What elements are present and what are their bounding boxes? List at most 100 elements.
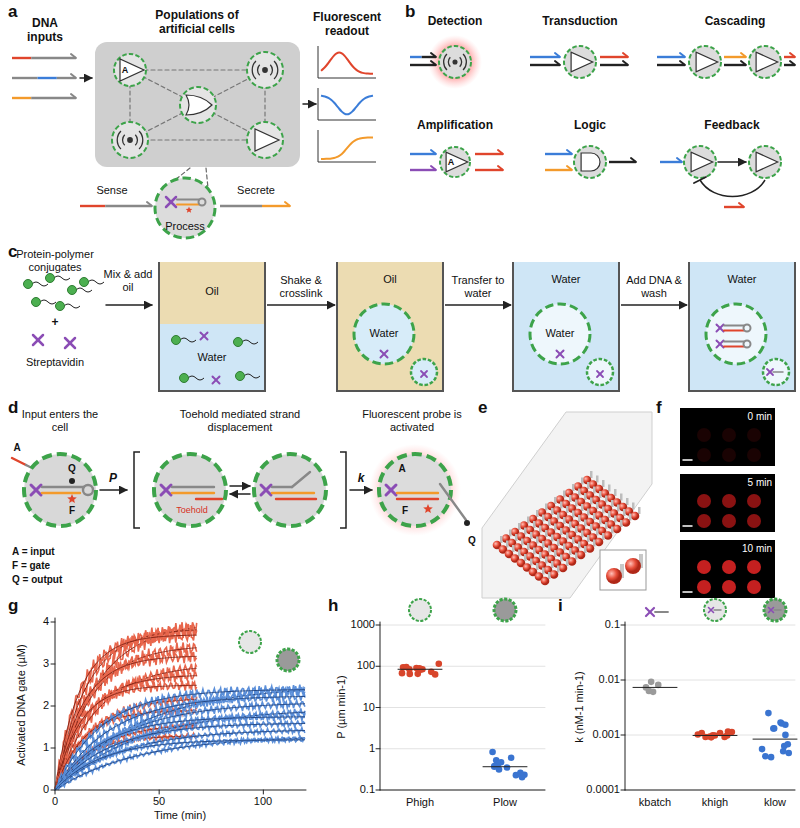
- streptavidin: [261, 485, 271, 495]
- readout-axes: [318, 88, 376, 120]
- figure-label: 0 min: [748, 411, 772, 423]
- trap-pillar: [602, 480, 605, 487]
- data-trace: [55, 708, 305, 790]
- polymer-tail: [180, 338, 196, 342]
- fluorescent-cell: [747, 428, 761, 442]
- trapped-cell: [586, 544, 595, 553]
- dna-strand-end: [431, 166, 436, 170]
- trap-pillar: [554, 524, 557, 531]
- trap-pillar: [620, 494, 623, 501]
- grid-line: [380, 707, 545, 708]
- trap-pillar: [587, 482, 590, 489]
- figure-label: P (µm min-1): [335, 675, 348, 739]
- figure-label: 1000: [351, 618, 375, 631]
- trap-pillar: [548, 519, 551, 526]
- streptavidin: [769, 608, 774, 613]
- trap-pillar: [506, 541, 509, 548]
- trap-pillar: [560, 528, 563, 535]
- sensor-symbol: [270, 65, 272, 76]
- dna-strand-end: [71, 94, 76, 98]
- arrow: [230, 485, 250, 487]
- streptavidin: [33, 335, 43, 345]
- artificial-cell: [354, 304, 414, 364]
- bracket: [134, 452, 140, 528]
- art-line: [397, 498, 438, 500]
- trap-pillar: [551, 561, 554, 568]
- fluorescent-cell: [722, 514, 736, 528]
- dna-hairpin: [724, 325, 744, 327]
- trap-pillar: [575, 500, 578, 507]
- panel-b-art: [410, 35, 795, 207]
- polymer-tail: [244, 374, 260, 378]
- trapped-cell: [559, 564, 568, 573]
- median-line: [633, 687, 677, 688]
- figure-label: 5 min: [748, 477, 772, 489]
- median-line: [398, 669, 442, 670]
- dna-strand-end: [790, 53, 795, 57]
- artificial-cell: [24, 454, 96, 526]
- dna-hairpin: [744, 325, 751, 332]
- zoom-cell: Process: [153, 176, 217, 240]
- protein-conjugate: [80, 278, 89, 287]
- figure-label: 1: [369, 742, 375, 755]
- streptavidin: [597, 371, 603, 377]
- streptavidin: [557, 351, 564, 358]
- figure-label: 1: [43, 741, 49, 754]
- artificial-cell: [587, 359, 613, 385]
- artificial-cell: [763, 359, 789, 385]
- trap-pillar: [578, 542, 581, 549]
- figure-label: +: [51, 315, 58, 329]
- dna-strand-end: [431, 61, 436, 65]
- dna-strand: [657, 56, 685, 58]
- trap-pillar: [614, 516, 617, 523]
- node-text: Water: [370, 327, 399, 340]
- trap-pillar: [569, 522, 572, 529]
- art-line: [625, 790, 795, 791]
- dna-strand-end: [71, 74, 76, 78]
- streptavidin: [161, 485, 171, 495]
- protein-conjugate: [46, 274, 55, 283]
- data-trace: [55, 700, 305, 790]
- amplifier-symbol: [446, 152, 468, 172]
- figure-label: 2: [43, 699, 49, 712]
- figure-label: Toehold: [176, 505, 208, 516]
- dna-strand: [475, 169, 503, 171]
- artificial-cell: [379, 454, 451, 526]
- figure-label: 0.0001: [586, 783, 620, 796]
- panel-h-chart: [376, 599, 545, 790]
- sensor-symbol: [135, 135, 137, 146]
- trap-pillar: [575, 553, 578, 560]
- bracket: [340, 452, 346, 528]
- beaker: OilWater: [336, 262, 444, 392]
- dna-hairpin: [177, 204, 199, 206]
- fluorescent-cell: [697, 428, 711, 442]
- artificial-cell: [114, 54, 146, 86]
- streptavidin: [646, 608, 654, 616]
- dna-strand-end: [71, 54, 76, 58]
- trap-pillar: [590, 471, 593, 478]
- trap-pillar: [629, 514, 632, 521]
- trap-pillar: [593, 540, 596, 547]
- panel-letter: h: [328, 596, 338, 616]
- streptavidin: [213, 377, 220, 384]
- artificial-cell: [439, 46, 471, 78]
- streptavidin: [421, 371, 427, 377]
- trap-pillar: [599, 518, 602, 525]
- dna-strand-end: [498, 166, 503, 170]
- figure-label: 0.01: [599, 673, 620, 686]
- art-line: [621, 625, 625, 626]
- protein-conjugate: [236, 372, 245, 381]
- figure-label: 10: [363, 701, 375, 714]
- polymer-tail: [242, 340, 258, 344]
- streptavidin: [166, 197, 176, 207]
- figure-label: Cascading: [705, 14, 766, 28]
- dna-strand: [12, 458, 26, 465]
- inhibition-line: [700, 180, 765, 197]
- art-line: [42, 492, 80, 494]
- figure-label: F = gate: [12, 560, 50, 572]
- trap-pillar: [584, 546, 587, 553]
- dna-strand-end: [631, 158, 636, 162]
- figure-label: Transduction: [542, 14, 617, 28]
- figure-label: F: [69, 505, 75, 517]
